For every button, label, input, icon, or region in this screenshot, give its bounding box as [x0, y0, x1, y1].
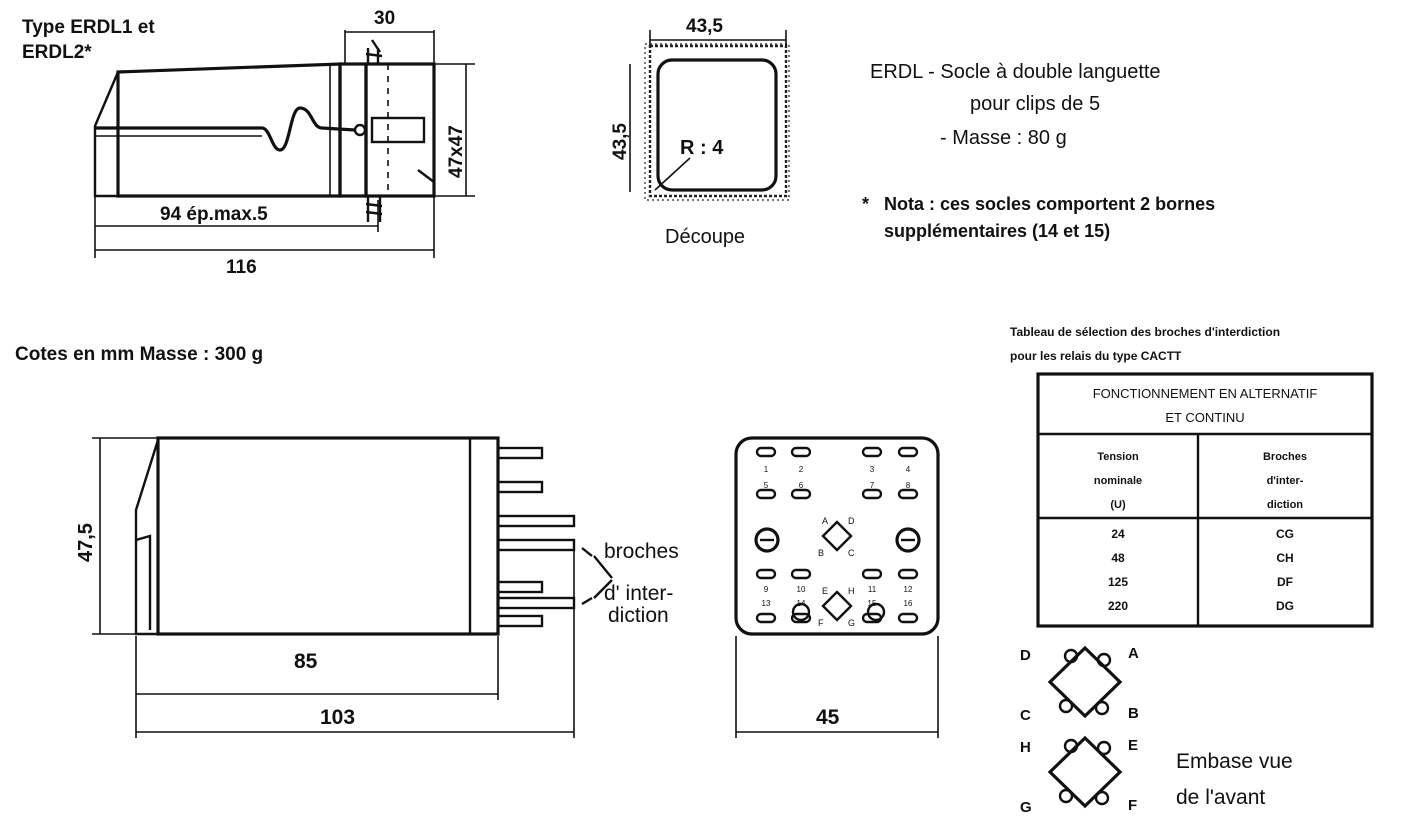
pin-number: 12: [904, 585, 913, 594]
table-cell-broches: DF: [1277, 575, 1293, 589]
pin-slot: [897, 488, 919, 500]
label-interdiction-1: d' inter-: [604, 582, 673, 605]
label-broches: broches: [604, 540, 679, 563]
col2-line3: diction: [1267, 499, 1303, 511]
pin-slot: [861, 488, 883, 500]
erdl-line2: pour clips de 5: [970, 93, 1100, 115]
plate-letter-h: H: [848, 586, 855, 596]
plate-letter-d: D: [848, 516, 855, 526]
plate-letter-e: E: [822, 586, 828, 596]
cutout-drawing: 43,5 43,5 R : 4 Découpe: [610, 16, 790, 248]
col1-line3: (U): [1110, 499, 1126, 511]
nota-marker: *: [862, 194, 869, 214]
pin-number: 10: [797, 585, 806, 594]
type-title-line2: ERDL2*: [22, 42, 92, 63]
table-header-line1: FONCTIONNEMENT EN ALTERNATIF: [1093, 386, 1318, 401]
erdl-line3: - Masse : 80 g: [940, 127, 1067, 149]
embase2-letter-g: G: [1020, 799, 1032, 816]
plate-letter-b: B: [818, 548, 824, 558]
cutout-caption: Découpe: [665, 226, 745, 248]
cutout-radius: R : 4: [680, 137, 724, 159]
pin-number: 1: [764, 465, 769, 474]
table-cell-broches: DG: [1276, 599, 1294, 613]
embase2-letter-h: H: [1020, 739, 1031, 756]
col1-line2: nominale: [1094, 475, 1142, 487]
embase-diagram: D A C B H E G F Embase vue de l'avant: [1020, 645, 1293, 816]
relay-dim-103: 103: [320, 706, 355, 729]
pin-number: 3: [870, 465, 875, 474]
label-interdiction-2: diction: [608, 604, 669, 627]
embase1-letter-d: D: [1020, 647, 1031, 664]
erdl-side-view: 30 47x47 94 ép.max.5 116: [93, 8, 475, 278]
pin-slot: [861, 568, 883, 580]
dim-116: 116: [226, 257, 257, 278]
relay-dim-85: 85: [294, 650, 318, 673]
pin-slot: [897, 568, 919, 580]
pin-slot: [790, 612, 812, 624]
pin-number: 8: [906, 481, 911, 490]
embase1-letter-b: B: [1128, 705, 1139, 722]
pin-slot: [897, 612, 919, 624]
pin-slot: [755, 568, 777, 580]
pin-slot: [897, 446, 919, 458]
table-caption-line2: pour les relais du type CACTT: [1010, 349, 1182, 363]
cutout-width: 43,5: [686, 16, 723, 37]
pin-slot: [755, 612, 777, 624]
plate-letter-a: A: [822, 516, 828, 526]
plate-letter-c: C: [848, 548, 855, 558]
table-cell-tension: 220: [1108, 599, 1128, 613]
pin-slot: [755, 488, 777, 500]
embase-caption-line2: de l'avant: [1176, 786, 1265, 809]
erdl-line1: ERDL - Socle à double languette: [870, 61, 1161, 83]
pin-slot: [790, 446, 812, 458]
table-caption-line1: Tableau de sélection des broches d'inter…: [1010, 325, 1280, 339]
nota-line2: supplémentaires (14 et 15): [884, 221, 1110, 241]
pin-number: 5: [764, 481, 769, 490]
dim-30: 30: [374, 8, 395, 29]
pin-slot: [755, 446, 777, 458]
mass-note: Cotes en mm Masse : 300 g: [15, 344, 263, 365]
pin-number: 9: [764, 585, 769, 594]
pin-number: 7: [870, 481, 875, 490]
relay-side-view: 47,5 85 103 broches d' inter- diction: [75, 436, 679, 738]
plate-letter-g: G: [848, 618, 855, 628]
embase-caption-line1: Embase vue: [1176, 750, 1293, 773]
plate-letter-f: F: [818, 618, 824, 628]
relay-dim-height: 47,5: [75, 523, 97, 562]
cutout-height: 43,5: [610, 123, 631, 160]
pin-number: 4: [906, 465, 911, 474]
col2-line1: Broches: [1263, 451, 1307, 463]
pin-number: 13: [762, 599, 771, 608]
table-cell-tension: 24: [1111, 527, 1125, 541]
dim-47x47: 47x47: [446, 125, 467, 178]
type-title-line1: Type ERDL1 et: [22, 17, 155, 38]
table-header-line2: ET CONTINU: [1165, 410, 1244, 425]
pin-slot: [861, 446, 883, 458]
col1-line1: Tension: [1097, 451, 1139, 463]
col2-line2: d'inter-: [1267, 475, 1304, 487]
pin-number: 11: [868, 585, 877, 594]
nota-line1: Nota : ces socles comportent 2 bornes: [884, 194, 1215, 214]
embase1-letter-c: C: [1020, 707, 1031, 724]
table-cell-broches: CG: [1276, 527, 1294, 541]
table-cell-tension: 125: [1108, 575, 1128, 589]
pin-slot: [790, 568, 812, 580]
embase2-letter-e: E: [1128, 737, 1138, 754]
pin-number: 6: [799, 481, 804, 490]
plate-dim-45: 45: [816, 706, 840, 729]
selection-table: Tableau de sélection des broches d'inter…: [1010, 325, 1374, 628]
table-cell-broches: CH: [1276, 551, 1293, 565]
embase2-letter-f: F: [1128, 797, 1137, 814]
dim-94: 94 ép.max.5: [160, 204, 268, 225]
embase1-letter-a: A: [1128, 645, 1139, 662]
pin-number: 16: [904, 599, 913, 608]
pin-number: 2: [799, 465, 804, 474]
pin-slot: [790, 488, 812, 500]
pin-number: 15: [868, 599, 877, 608]
table-cell-tension: 48: [1111, 551, 1125, 565]
